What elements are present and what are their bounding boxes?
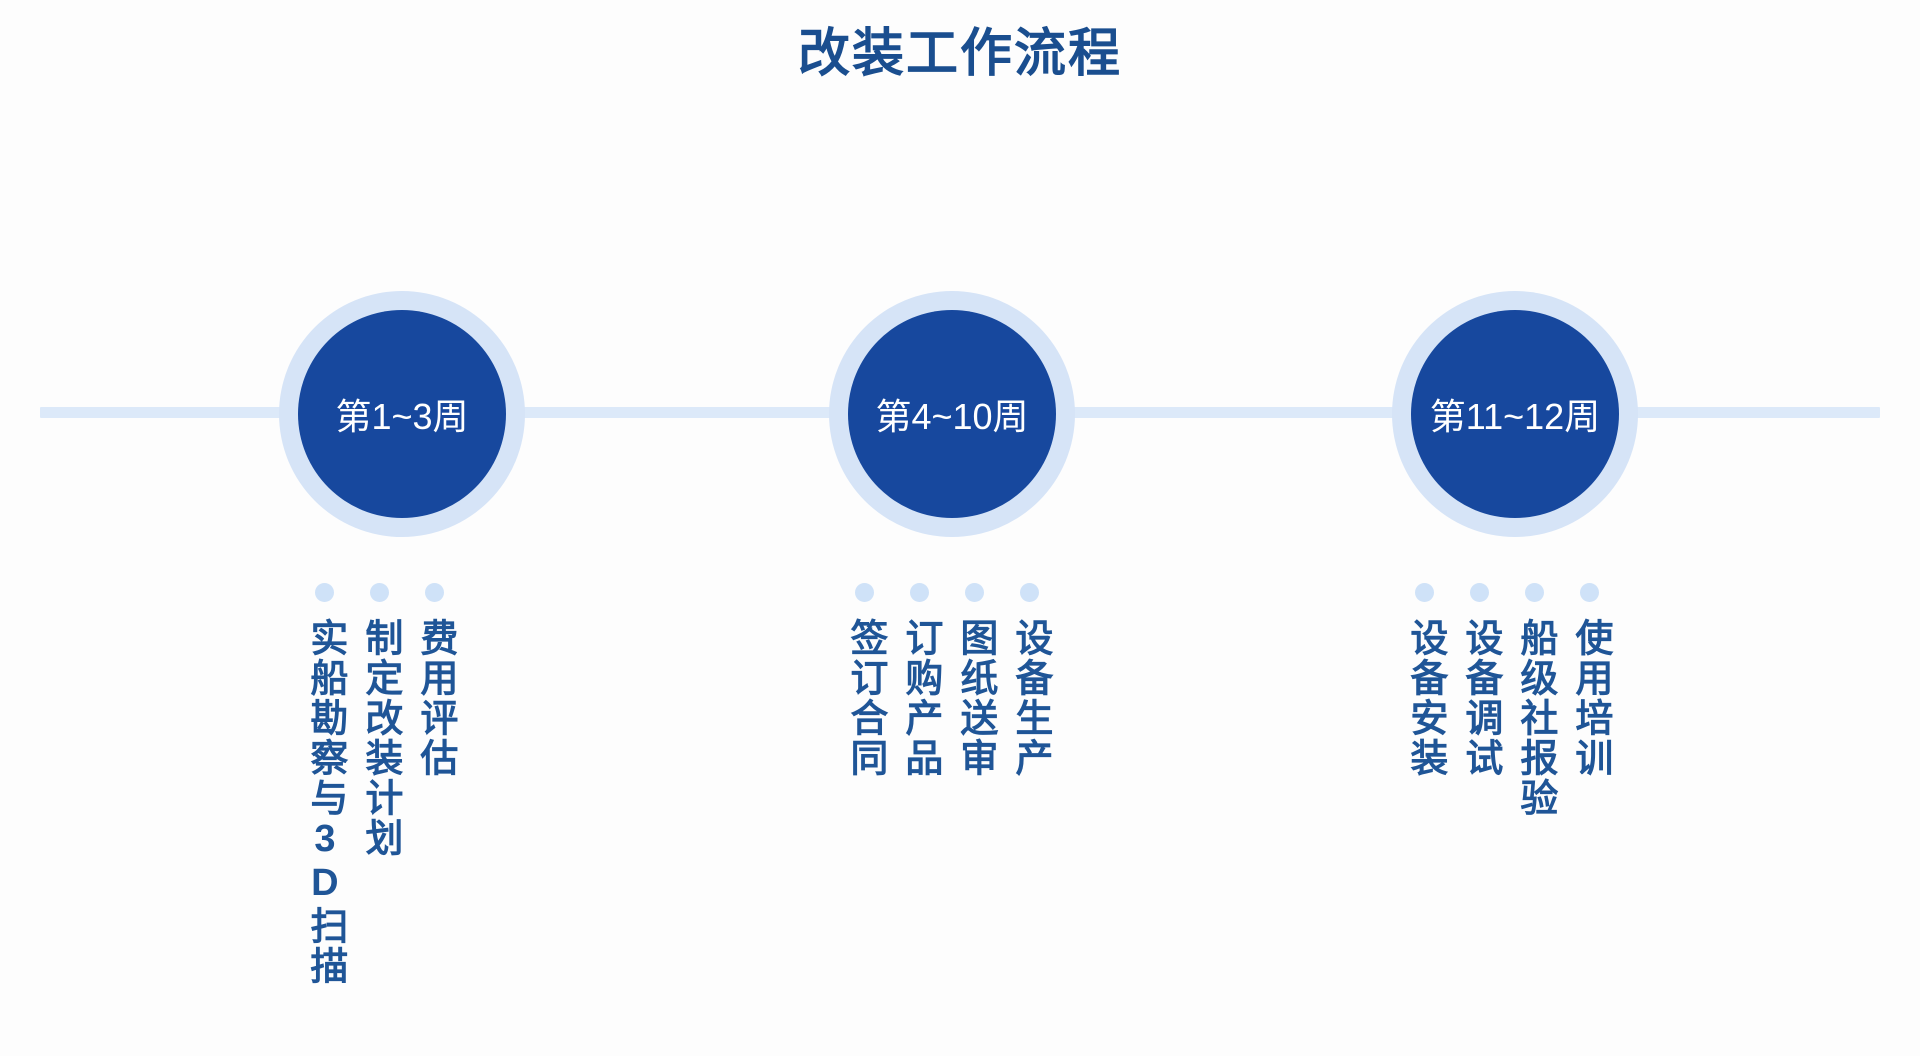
bullet-dot-icon: [965, 583, 984, 602]
bullet-dot-icon: [370, 583, 389, 602]
task-label: 设备调试: [1458, 618, 1501, 778]
phase-badge-label: 第1~3周: [335, 396, 469, 437]
phase-badge-label: 第11~12周: [1429, 396, 1601, 437]
task-label: 设备安装: [1403, 618, 1446, 778]
task-item[interactable]: 设备生产: [1002, 583, 1057, 778]
bullet-dot-icon: [1525, 583, 1544, 602]
task-label: 制定改装计划: [358, 618, 401, 858]
bullet-dot-icon: [1020, 583, 1039, 602]
phase-circle-inner: 第4~10周: [848, 310, 1056, 518]
phase-circle-inner: 第11~12周: [1411, 310, 1619, 518]
task-label: 船级社报验: [1513, 618, 1556, 818]
task-item[interactable]: 签订合同: [837, 583, 892, 778]
task-item[interactable]: 图纸送审: [947, 583, 1002, 778]
task-label: 实船勘察与3D扫描: [303, 618, 346, 986]
task-item[interactable]: 设备调试: [1452, 583, 1507, 778]
task-label: 使用培训: [1568, 618, 1611, 778]
task-label: 设备生产: [1008, 618, 1051, 778]
task-item[interactable]: 使用培训: [1562, 583, 1617, 778]
task-item[interactable]: 设备安装: [1397, 583, 1452, 778]
task-item[interactable]: 实船勘察与3D扫描: [297, 583, 352, 986]
bullet-dot-icon: [910, 583, 929, 602]
phase-circle-inner: 第1~3周: [298, 310, 506, 518]
task-label: 订购产品: [898, 618, 941, 778]
task-item[interactable]: 船级社报验: [1507, 583, 1562, 818]
task-group-phase-3: 使用培训 船级社报验 设备调试 设备安装: [1397, 583, 1617, 818]
task-item[interactable]: 订购产品: [892, 583, 947, 778]
task-item[interactable]: 制定改装计划: [352, 583, 407, 858]
task-label: 费用评估: [413, 618, 456, 778]
phase-circle-2[interactable]: 第4~10周: [829, 291, 1075, 537]
bullet-dot-icon: [1415, 583, 1434, 602]
page-title: 改装工作流程: [797, 25, 1122, 83]
bullet-dot-icon: [315, 583, 334, 602]
bullet-dot-icon: [855, 583, 874, 602]
phase-badge-label: 第4~10周: [875, 396, 1029, 437]
bullet-dot-icon: [425, 583, 444, 602]
bullet-dot-icon: [1580, 583, 1599, 602]
task-group-phase-2: 设备生产 图纸送审 订购产品 签订合同: [837, 583, 1057, 778]
bullet-dot-icon: [1470, 583, 1489, 602]
phase-circle-3[interactable]: 第11~12周: [1392, 291, 1638, 537]
task-item[interactable]: 费用评估: [407, 583, 462, 778]
task-label: 图纸送审: [953, 618, 996, 778]
phase-circle-1[interactable]: 第1~3周: [279, 291, 525, 537]
task-group-phase-1: 费用评估 制定改装计划 实船勘察与3D扫描: [297, 583, 462, 986]
task-label: 签订合同: [843, 618, 886, 778]
